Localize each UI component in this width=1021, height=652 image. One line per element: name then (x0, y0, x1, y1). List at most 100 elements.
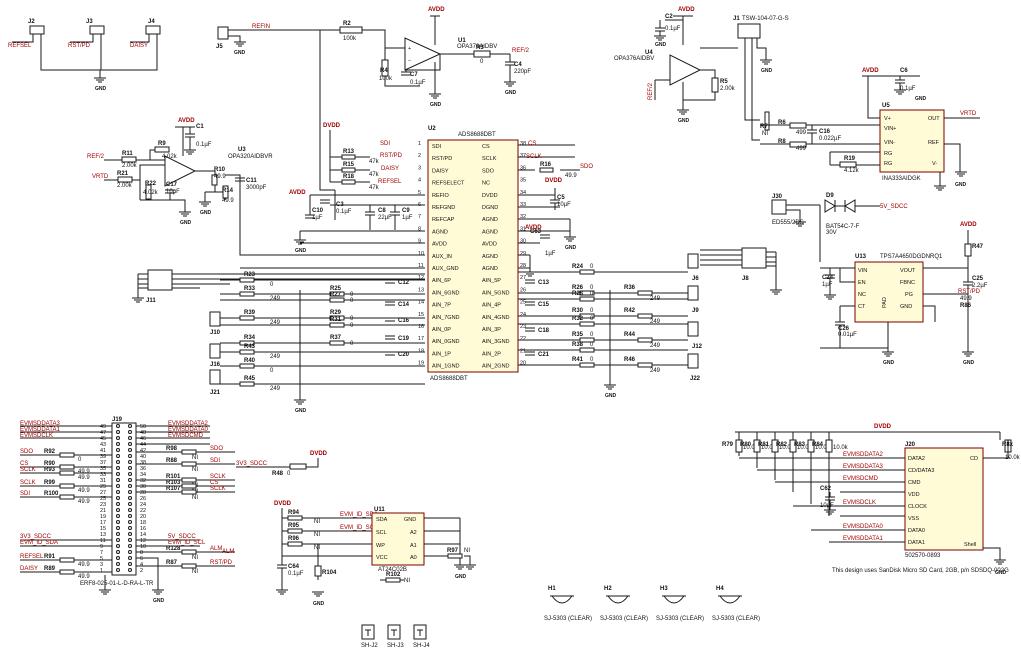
j19-pin-number-left: 29 (100, 484, 106, 490)
u2-right-pin-name: AIN_5GND (482, 290, 510, 296)
avdd-u1: AVDD (428, 7, 445, 13)
net-evmscl-j19: EVM_ID_SCL (168, 540, 206, 546)
j19-pin-number-right: 2 (140, 568, 143, 574)
svg-text:VSS: VSS (908, 516, 919, 522)
r97-value: NI (464, 548, 470, 554)
svg-text:CD/DATA3: CD/DATA3 (908, 468, 934, 474)
j4-header (145, 25, 161, 35)
right-channel-ref: R26 (572, 285, 584, 291)
u11-ref: U11 (374, 507, 385, 513)
r19-value: 4.12k (844, 168, 860, 174)
dvdd-r48: DVDD (310, 451, 328, 457)
j19-left-value: 49.9 (78, 574, 90, 580)
j19-pin-number-right: 22 (140, 508, 146, 514)
ref-half-buffer-u4: AVDD C2 0.1µF GND U4 OPA376AIDBV REF/2 R… (614, 7, 789, 141)
u2-left-pin-name: AIN_6GND (432, 290, 460, 296)
svg-text:V-: V- (932, 161, 937, 167)
u2-left-pin-name: AIN_1P (432, 351, 451, 357)
left-channel-cap (385, 317, 395, 322)
j6-header (687, 253, 699, 269)
r22-resistor (145, 184, 152, 200)
j3-header (89, 25, 105, 35)
u2-right-pin-name: SCLK (482, 156, 497, 162)
u2-left-pin-number: 19 (418, 361, 424, 367)
r5-value: 2.00k (720, 86, 736, 92)
j19-pin-dot (128, 514, 132, 518)
gnd-label-u4: GND (678, 118, 690, 124)
r9-ref: R9 (158, 141, 166, 147)
u3-opamp (164, 155, 197, 187)
mounting-hole-ref: H2 (604, 586, 612, 592)
net-5vsdcc: 5V_SDCC (880, 204, 908, 210)
r7-ref: R7 (760, 124, 768, 130)
u2-left-pin-name: AVDD (432, 242, 447, 248)
u2-title: ADS8688DBT (458, 132, 496, 138)
j19-pin-number-right: 16 (140, 526, 146, 532)
j19-pin-number-right: 30 (140, 484, 146, 490)
left-channel-cap-ref: C16 (398, 318, 410, 324)
svg-text:VIN+: VIN+ (884, 126, 896, 132)
left-channel-resistor (239, 277, 255, 283)
j19-pin-number-left: 35 (100, 466, 106, 472)
u2-right-pin-number: 26 (520, 287, 526, 293)
right-channel-ref: R38 (572, 342, 584, 348)
j19-pin-dot (128, 508, 132, 512)
j19-left-net: SCLK (20, 467, 36, 473)
u2-right-pin-number: 28 (520, 263, 526, 269)
j19-left-net: DAISY (20, 566, 38, 572)
u2-left-pin-number: 16 (418, 324, 424, 330)
j16-header (209, 343, 221, 359)
mounting-hole-part: SJ-5303 (CLEAR) (544, 616, 592, 622)
r4-value: 100k (379, 76, 393, 82)
svg-text:V+: V+ (884, 116, 891, 122)
u2-right-pin-number: 22 (520, 336, 526, 342)
left-channel-ref-2: R25 (330, 286, 342, 292)
j19-right-ref: R107 (166, 486, 181, 492)
j19-left-net: SDO (20, 449, 33, 455)
u2-right-pin-name: AIN_3GND (482, 339, 510, 345)
c9-value: 1µF (402, 215, 413, 221)
r95-ref: R95 (288, 523, 300, 529)
j19-pin-dot (128, 520, 132, 524)
r97-resistor (447, 553, 463, 559)
u2-left-connections: SDI RST/PD DAISY REFSEL DVDD R13 47k R15… (240, 123, 425, 269)
net-sdo-u2: SDO (580, 164, 593, 170)
r2-ref: R2 (343, 21, 351, 27)
vref-driver-u3: AVDD C1 0.1µF U3 OPA320AIDBVR REF/2 VRTD… (87, 118, 425, 256)
net-evmsda-u11: EVM_ID_SDA (340, 512, 378, 518)
net-5vsdcc-j19: 5V_SDCC (168, 534, 196, 540)
mounting-hole-ref: H1 (548, 586, 556, 592)
u2-left-pin-number: 2 (418, 153, 421, 159)
dvdd-j20: DVDD (874, 424, 892, 430)
left-channel-cap (385, 279, 395, 284)
j19-left-resistor (59, 470, 75, 476)
gnd-label-u3: GND (180, 220, 192, 226)
avdd-u2r: AVDD (525, 225, 542, 231)
j19-pin-number-right: 10 (140, 544, 146, 550)
u2-right-pin-name: AGND (482, 266, 498, 272)
j19-pin-dot (116, 538, 120, 542)
u2-ads8688 (427, 139, 519, 373)
j19-pin-dot (116, 568, 120, 572)
j19-left-resistor (59, 569, 75, 575)
u2-left-pin-name: AIN_1GND (432, 364, 460, 370)
right-channel-ref: R35 (572, 332, 584, 338)
net-daisy-u2: DAISY (381, 166, 399, 172)
j20-signal-wires (739, 457, 905, 543)
u2-right-pin-number: 32 (520, 214, 526, 220)
u2-right-pin-number: 36 (520, 165, 526, 171)
mounting-hole-icon (719, 595, 741, 604)
pullup-ref: R84 (812, 442, 824, 448)
right-channel-value-2: 249 (650, 343, 661, 349)
svg-text:EN: EN (858, 280, 866, 286)
right-channel-ref-2: R46 (624, 357, 636, 363)
j19-pin-number-left: 9 (100, 544, 103, 550)
svg-text:NC: NC (858, 292, 866, 298)
c4-value: 220pF (514, 69, 531, 75)
u2-right-connections: CS SCLK R16 49.9 SDO DVDD C5 10µF GND C6… (518, 141, 593, 277)
svg-text:RG: RG (884, 151, 892, 157)
right-channel-cap-ref: C18 (538, 328, 550, 334)
svg-text:CMD: CMD (908, 480, 921, 486)
